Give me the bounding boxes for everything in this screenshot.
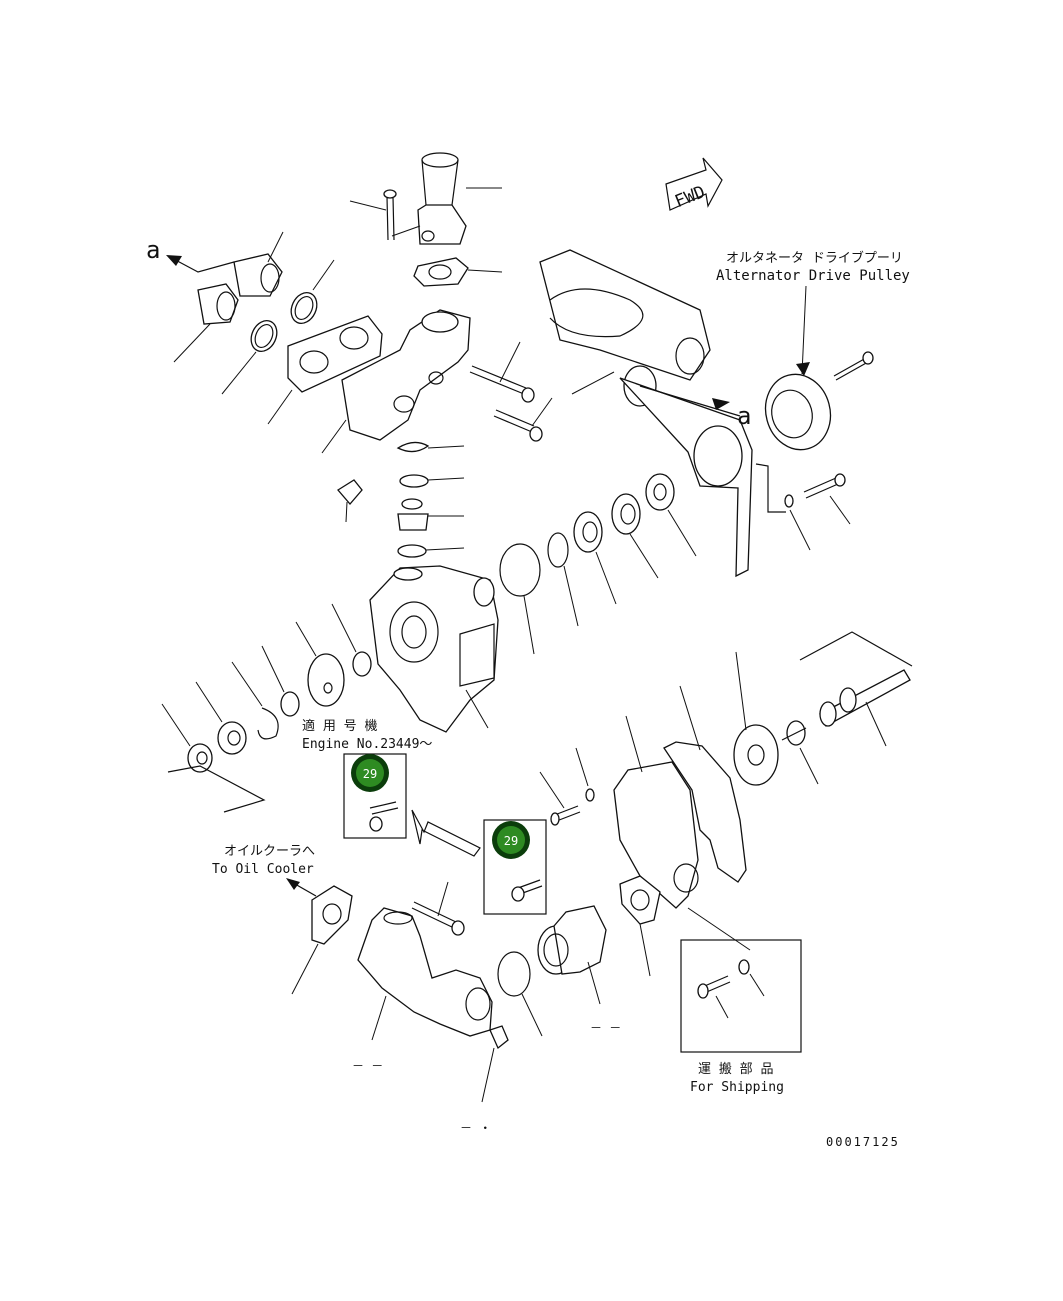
pump-cover — [663, 685, 747, 883]
drive-shaft — [799, 631, 913, 747]
pump-pulley — [733, 651, 779, 786]
water-pump-body — [369, 565, 499, 733]
impeller-gear — [295, 621, 345, 707]
view-a-left-arrow: a — [146, 236, 235, 273]
callout-29-number-1: 29 — [363, 767, 377, 781]
drain-cock — [337, 479, 363, 523]
thermostat-upper — [233, 231, 284, 297]
spacer — [261, 645, 300, 717]
alternator-drive-pulley — [764, 285, 832, 451]
large-o-ring — [499, 543, 541, 655]
thermostat-gasket — [267, 315, 383, 425]
bushing — [331, 603, 372, 677]
o-ring-small-1 — [396, 441, 465, 453]
elbow-bolt — [411, 881, 465, 936]
o-ring-small-2 — [399, 474, 465, 488]
top-bolt — [349, 189, 421, 241]
replacement-arrow — [411, 809, 481, 857]
elbow-o-ring — [497, 951, 543, 1037]
forward-direction-arrow: FWD — [665, 157, 723, 212]
o-ring-small-3 — [397, 544, 465, 558]
dash-label-1: － － — [352, 1059, 383, 1073]
plug — [397, 498, 464, 531]
pump-cover-bolt — [539, 771, 581, 826]
pulley-bolt — [833, 351, 874, 381]
bearing-cap — [645, 473, 697, 557]
engine-applicability-label: 適 用 号 機 Engine No.23449～ — [302, 718, 432, 752]
engine-label-jp: 適 用 号 機 — [302, 718, 377, 734]
housing-bolt-1 — [469, 341, 535, 403]
oil-cooler-gasket — [291, 885, 353, 995]
alternator-label: オルタネータ ドライブプーリ Alternator Drive Pulley — [716, 250, 910, 284]
shaft-nut — [161, 703, 266, 813]
alternator-label-en: Alternator Drive Pulley — [716, 268, 910, 284]
water-outlet-pipe — [417, 152, 502, 245]
view-a-left-label: a — [146, 236, 160, 264]
oil-cooler-label-jp: オイルクーラへ — [224, 844, 315, 859]
engine-label-en: Engine No.23449～ — [302, 737, 432, 752]
callout-box-1 — [343, 753, 407, 839]
housing-bolt-2 — [493, 397, 553, 442]
water-connector — [537, 905, 607, 1005]
retaining-ring — [231, 661, 279, 740]
callout-box-2 — [483, 819, 547, 915]
connector-gasket — [619, 875, 661, 977]
snap-ring — [547, 532, 579, 627]
thermostat-housing — [321, 309, 471, 454]
thermostat-lower — [173, 283, 239, 363]
fwd-label: FWD — [672, 182, 708, 212]
elbow-plug — [481, 1025, 509, 1103]
callout-29-badge-1[interactable]: 29 — [351, 754, 389, 792]
seal-assembly — [195, 681, 247, 755]
case-washer — [784, 494, 811, 551]
shipping-label-jp: 運 搬 部 品 — [698, 1062, 773, 1077]
alternator-label-jp: オルタネータ ドライブプーリ — [726, 250, 903, 266]
pump-shaft-coupling — [781, 720, 819, 785]
shipping-label-en: For Shipping — [690, 1080, 784, 1095]
ball-bearing-1 — [611, 493, 659, 579]
view-a-right-label: a — [737, 402, 751, 430]
case-bolt — [803, 473, 851, 525]
oil-cooler-label-en: To Oil Cooler — [212, 862, 314, 877]
elbow-pipe — [357, 907, 493, 1041]
dash-label-3: － ・ — [460, 1121, 491, 1135]
pump-cover-washer — [575, 747, 595, 802]
pump-cover-gasket — [613, 715, 699, 909]
callout-29-badge-2[interactable]: 29 — [492, 821, 530, 859]
shipping-parts-box — [680, 907, 802, 1053]
shipping-label: 運 搬 部 品 For Shipping — [690, 1062, 784, 1095]
pipe-gasket — [413, 257, 503, 287]
oil-cooler-label: オイルクーラへ To Oil Cooler — [212, 844, 317, 897]
drawing-number: 00017125 — [826, 1135, 900, 1149]
dash-label-2: － － — [590, 1021, 621, 1035]
thermostat-seal-lower — [221, 319, 278, 395]
thermostat-seal-upper — [290, 259, 335, 325]
view-a-right-arrow: a — [639, 385, 751, 430]
ball-bearing-2 — [573, 511, 617, 605]
callout-29-number-2: 29 — [504, 834, 518, 848]
